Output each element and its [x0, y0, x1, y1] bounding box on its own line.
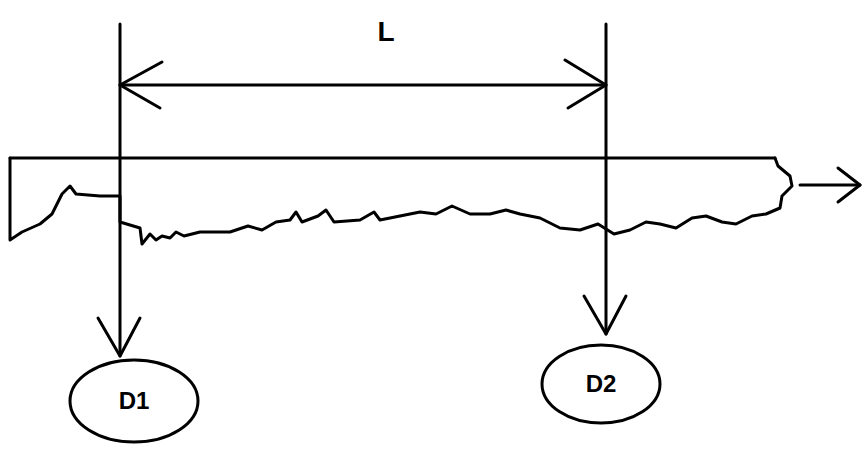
projection-arrowhead — [584, 296, 626, 334]
projection-arrowhead — [98, 318, 140, 356]
dimension-arrowhead — [565, 60, 606, 108]
strip-bottom-edge — [10, 158, 792, 244]
motion-arrowhead — [838, 168, 860, 202]
detector-label: D1 — [119, 387, 150, 415]
projection-line — [119, 24, 122, 356]
strip-top-edge — [10, 157, 775, 160]
detector-ellipse: D1 — [68, 358, 200, 444]
detector-label: D2 — [586, 370, 617, 398]
dimension-arrowhead — [120, 62, 162, 108]
dimension-label: L — [377, 16, 394, 48]
projection-line — [605, 24, 608, 334]
detector-ellipse: D2 — [540, 343, 662, 425]
motion-arrow — [800, 184, 860, 187]
dimension-line — [120, 84, 606, 87]
